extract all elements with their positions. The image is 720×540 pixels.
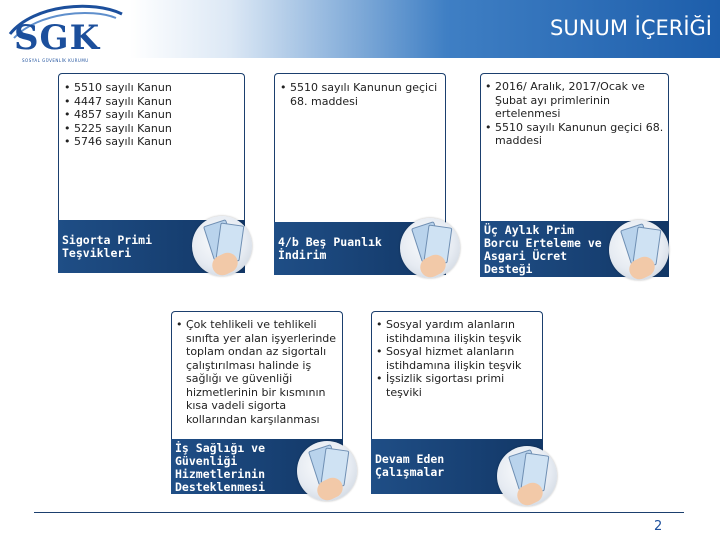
bullet-list: 5510 sayılı Kanunun geçici 68. maddesi (280, 81, 440, 108)
bullet-list: Sosyal yardım alanların istihdamına iliş… (376, 318, 538, 399)
list-item: Çok tehlikeli ve tehlikeli sınıfta yer a… (176, 318, 338, 426)
card-4b-bes-puan[interactable]: 5510 sayılı Kanunun geçici 68. maddesi 4… (274, 73, 446, 275)
logo-subtitle: SOSYAL GÜVENLİK KURUMU (22, 58, 89, 63)
list-item: 5510 sayılı Kanunun geçici 68. maddesi (280, 81, 440, 108)
footer-divider (34, 512, 684, 513)
list-item: İşsizlik sigortası primi teşviki (376, 372, 538, 399)
money-hand-icon (192, 216, 252, 276)
card-content: Sosyal yardım alanların istihdamına iliş… (371, 311, 543, 439)
list-item: 2016/ Aralık, 2017/Ocak ve Şubat ayı pri… (485, 80, 664, 121)
card-content: 5510 sayılı Kanunun geçici 68. maddesi (274, 73, 446, 222)
card-is-sagligi[interactable]: Çok tehlikeli ve tehlikeli sınıfta yer a… (171, 311, 343, 494)
logo-swoosh-icon (8, 4, 123, 39)
bullet-list: 5510 sayılı Kanun 4447 sayılı Kanun 4857… (64, 81, 239, 149)
bullet-list: Çok tehlikeli ve tehlikeli sınıfta yer a… (176, 318, 338, 426)
money-hand-icon (609, 220, 669, 280)
money-hand-icon (400, 218, 460, 278)
card-content: 2016/ Aralık, 2017/Ocak ve Şubat ayı pri… (480, 73, 669, 221)
page-title: SUNUM İÇERİĞİ (550, 16, 712, 40)
bullet-list: 2016/ Aralık, 2017/Ocak ve Şubat ayı pri… (485, 80, 664, 148)
list-item: Sosyal hizmet alanların istihdamına iliş… (376, 345, 538, 372)
list-item: 5510 sayılı Kanun (64, 81, 239, 95)
list-item: 4857 sayılı Kanun (64, 108, 239, 122)
card-content: 5510 sayılı Kanun 4447 sayılı Kanun 4857… (58, 73, 245, 220)
page-number: 2 (654, 519, 663, 534)
money-hand-icon (297, 441, 357, 501)
sgk-logo: SGK SOSYAL GÜVENLİK KURUMU (4, 4, 134, 63)
list-item: 4447 sayılı Kanun (64, 95, 239, 109)
list-item: 5225 sayılı Kanun (64, 122, 239, 136)
logo-text: SGK (14, 18, 101, 58)
list-item: 5510 sayılı Kanunun geçici 68. maddesi (485, 121, 664, 148)
card-uc-aylik-prim[interactable]: 2016/ Aralık, 2017/Ocak ve Şubat ayı pri… (480, 73, 669, 277)
list-item: 5746 sayılı Kanun (64, 135, 239, 149)
header-band (0, 0, 720, 58)
card-content: Çok tehlikeli ve tehlikeli sınıfta yer a… (171, 311, 343, 439)
list-item: Sosyal yardım alanların istihdamına iliş… (376, 318, 538, 345)
money-hand-icon (497, 446, 557, 506)
